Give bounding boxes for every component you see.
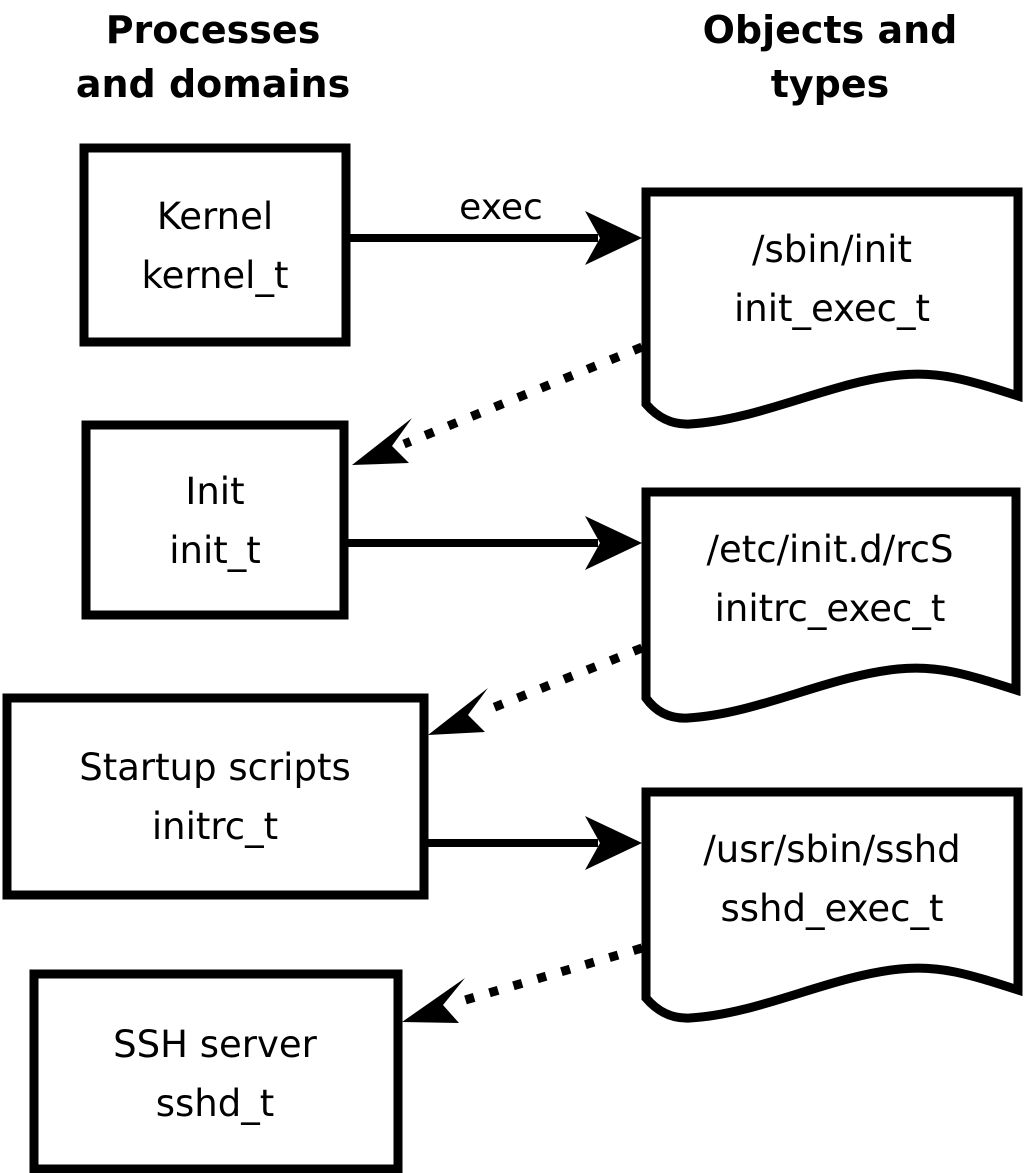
arrow-head-initrc-exec-to-initrc [428, 688, 488, 735]
arrow-head-initrc-exec [585, 816, 642, 870]
node-startup-scripts-label: Startup scripts [79, 746, 350, 789]
edge-init-exec-initrc-exec [348, 516, 642, 570]
node-ssh-server[interactable]: SSH server sshd_t [29, 969, 403, 1173]
edge-init-exec-to-init [352, 342, 644, 465]
node-etc-initd-rcs[interactable]: /etc/init.d/rcS initrc_exec_t [641, 487, 1021, 723]
node-sbin-init-path: /sbin/init [752, 228, 912, 271]
node-ssh-server-label: SSH server [113, 1023, 317, 1066]
edge-sshd-exec-to-sshd [402, 943, 644, 1023]
node-etc-initd-rcs-doc[interactable] [641, 487, 1021, 723]
edge-line-sshd-exec-to-sshd [453, 943, 644, 1008]
arrow-head-kernel-exec [585, 211, 642, 265]
node-kernel-box[interactable] [79, 143, 351, 347]
node-kernel-type: kernel_t [142, 254, 289, 297]
header-objects-line1: Objects and [703, 8, 958, 52]
node-init[interactable]: Init init_t [81, 420, 349, 620]
node-startup-scripts-box[interactable] [2, 693, 429, 900]
node-init-type: init_t [169, 529, 261, 572]
node-startup-scripts[interactable]: Startup scripts initrc_t [2, 693, 429, 900]
node-sbin-init-doc[interactable] [641, 187, 1023, 429]
node-kernel[interactable]: Kernel kernel_t [79, 143, 351, 347]
header-objects-line2: types [771, 62, 890, 106]
arrow-head-init-exec [585, 516, 642, 570]
header-processes-line1: Processes [106, 8, 321, 52]
node-kernel-label: Kernel [157, 195, 273, 238]
node-startup-scripts-type: initrc_t [152, 805, 278, 848]
node-etc-initd-rcs-type: initrc_exec_t [715, 587, 946, 630]
node-usr-sbin-sshd[interactable]: /usr/sbin/sshd sshd_exec_t [641, 787, 1023, 1023]
edge-initrc-exec-to-initrc [428, 643, 644, 735]
node-init-box[interactable] [81, 420, 349, 620]
node-ssh-server-type: sshd_t [156, 1082, 275, 1125]
column-header-objects: Objects and types [703, 8, 958, 106]
node-etc-initd-rcs-path: /etc/init.d/rcS [706, 528, 953, 571]
header-processes-line2: and domains [76, 62, 350, 106]
node-usr-sbin-sshd-type: sshd_exec_t [721, 887, 944, 930]
edge-label-exec: exec [459, 187, 543, 228]
edge-line-initrc-exec-to-initrc [478, 643, 644, 718]
arrow-head-sshd-exec-to-sshd [402, 978, 465, 1023]
edge-line-init-exec-to-init [402, 342, 644, 449]
column-header-processes: Processes and domains [76, 8, 350, 106]
node-usr-sbin-sshd-path: /usr/sbin/sshd [703, 828, 960, 871]
arrow-head-init-exec-to-init [352, 418, 412, 465]
node-sbin-init[interactable]: /sbin/init init_exec_t [641, 187, 1023, 429]
node-ssh-server-box[interactable] [29, 969, 403, 1173]
node-usr-sbin-sshd-doc[interactable] [641, 787, 1023, 1023]
node-init-label: Init [185, 470, 244, 513]
node-sbin-init-type: init_exec_t [734, 287, 930, 330]
edge-kernel-exec-init-exec: exec [350, 187, 642, 265]
edge-initrc-exec-sshd-exec [428, 816, 642, 870]
